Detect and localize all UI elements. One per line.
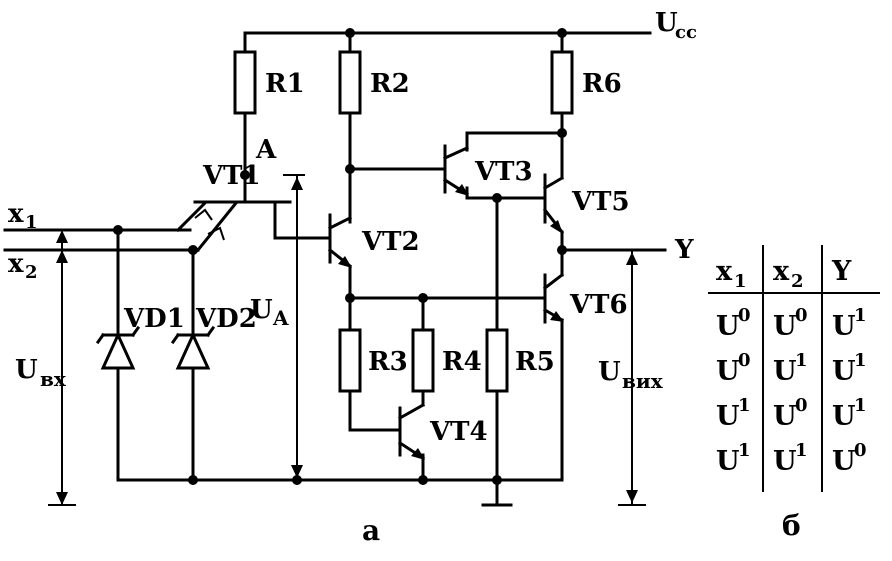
svg-text:2: 2 — [25, 262, 38, 283]
svg-text:U: U — [598, 357, 621, 387]
truth-table-cell: U — [832, 446, 856, 477]
svg-text:VD1: VD1 — [123, 304, 185, 334]
svg-text:VT3: VT3 — [474, 157, 533, 187]
resistor-r6: R6 — [550, 50, 622, 115]
resistor-r5: R5 — [485, 328, 555, 393]
truth-table-cell-superscript: 0 — [795, 395, 808, 416]
truth-table-cell-superscript: 1 — [854, 395, 867, 416]
resistor-r4: R4 — [411, 328, 482, 393]
truth-table-cell: U — [832, 311, 856, 342]
arrow-u-out — [618, 250, 646, 506]
transistor-vt2: VT2 — [327, 213, 420, 269]
resistor-r1: R1 — [233, 50, 305, 115]
transistor-vt1: VT1 — [175, 161, 332, 253]
caption-b: б — [782, 509, 801, 542]
svg-text:U: U — [250, 295, 273, 325]
svg-text:вх: вх — [40, 367, 67, 391]
caption-a: а — [362, 514, 380, 547]
resistor-r3: R3 — [338, 328, 408, 393]
label-node-a: A — [255, 135, 277, 165]
svg-text:VT1: VT1 — [202, 161, 261, 191]
truth-table-cell-superscript: 0 — [795, 305, 808, 326]
truth-table-cell: U — [716, 446, 740, 477]
diode-vd2: VD2 — [170, 304, 257, 370]
arrow-u-a — [283, 174, 305, 480]
junction-dots — [113, 28, 567, 485]
label-ucc: U cc — [655, 8, 697, 43]
truth-table-cell-superscript: 1 — [738, 395, 751, 416]
svg-text:cc: cc — [675, 22, 697, 43]
transistor-vt6: VT6 — [542, 272, 628, 324]
svg-text:VT6: VT6 — [569, 290, 628, 320]
truth-table-cell-superscript: 0 — [738, 305, 751, 326]
label-x1: x 1 — [8, 199, 38, 233]
svg-text:A: A — [272, 306, 289, 330]
truth-table-header: x — [716, 256, 733, 287]
truth-table-cell-superscript: 1 — [795, 350, 808, 371]
label-x2: x 2 — [8, 249, 38, 283]
truth-table-header: Y — [831, 256, 852, 287]
truth-table-header-subscript: 1 — [734, 271, 747, 292]
truth-table-cell: U — [716, 311, 740, 342]
truth-table-header-subscript: 2 — [791, 271, 804, 292]
svg-text:R3: R3 — [368, 347, 408, 377]
truth-table-header: x — [773, 256, 790, 287]
truth-table-cell-superscript: 1 — [854, 350, 867, 371]
truth-table-cell-superscript: 1 — [795, 440, 808, 461]
svg-text:U: U — [15, 355, 38, 385]
label-u-in: U вх — [15, 355, 67, 391]
diode-vd1: VD1 — [95, 304, 185, 370]
svg-text:VT5: VT5 — [571, 187, 630, 217]
svg-text:R4: R4 — [442, 347, 482, 377]
svg-text:x: x — [8, 249, 24, 279]
truth-table-cell: U — [773, 356, 797, 387]
truth-table-cell-superscript: 0 — [854, 440, 867, 461]
svg-text:x: x — [8, 199, 24, 229]
truth-table-cell-superscript: 1 — [738, 440, 751, 461]
svg-text:1: 1 — [25, 212, 38, 233]
truth-table-cell: U — [773, 311, 797, 342]
arrow-u-in — [48, 230, 76, 506]
svg-text:VD2: VD2 — [195, 304, 257, 334]
svg-text:R5: R5 — [515, 347, 555, 377]
truth-table-cell-superscript: 0 — [738, 350, 751, 371]
truth-table-cell-superscript: 1 — [854, 305, 867, 326]
svg-text:VT4: VT4 — [429, 417, 488, 447]
truth-table-cell: U — [832, 356, 856, 387]
svg-text:R2: R2 — [370, 69, 410, 99]
label-u-a: U A — [250, 295, 289, 330]
transistor-vt5: VT5 — [542, 173, 630, 235]
truth-table-cell: U — [832, 401, 856, 432]
transistor-vt4: VT4 — [397, 402, 488, 461]
svg-text:R6: R6 — [582, 69, 622, 99]
truth-table-cell: U — [716, 401, 740, 432]
label-y-output: Y — [674, 235, 694, 265]
svg-text:вих: вих — [622, 369, 664, 393]
label-u-out: U вих — [598, 357, 664, 393]
svg-text:R1: R1 — [265, 69, 305, 99]
truth-table-cell: U — [773, 401, 797, 432]
transistor-vt3: VT3 — [442, 144, 533, 197]
svg-text:VT2: VT2 — [361, 227, 420, 257]
truth-table-cell: U — [773, 446, 797, 477]
truth-table-cell: U — [716, 356, 740, 387]
resistor-r2: R2 — [338, 50, 410, 115]
svg-text:U: U — [655, 8, 678, 38]
